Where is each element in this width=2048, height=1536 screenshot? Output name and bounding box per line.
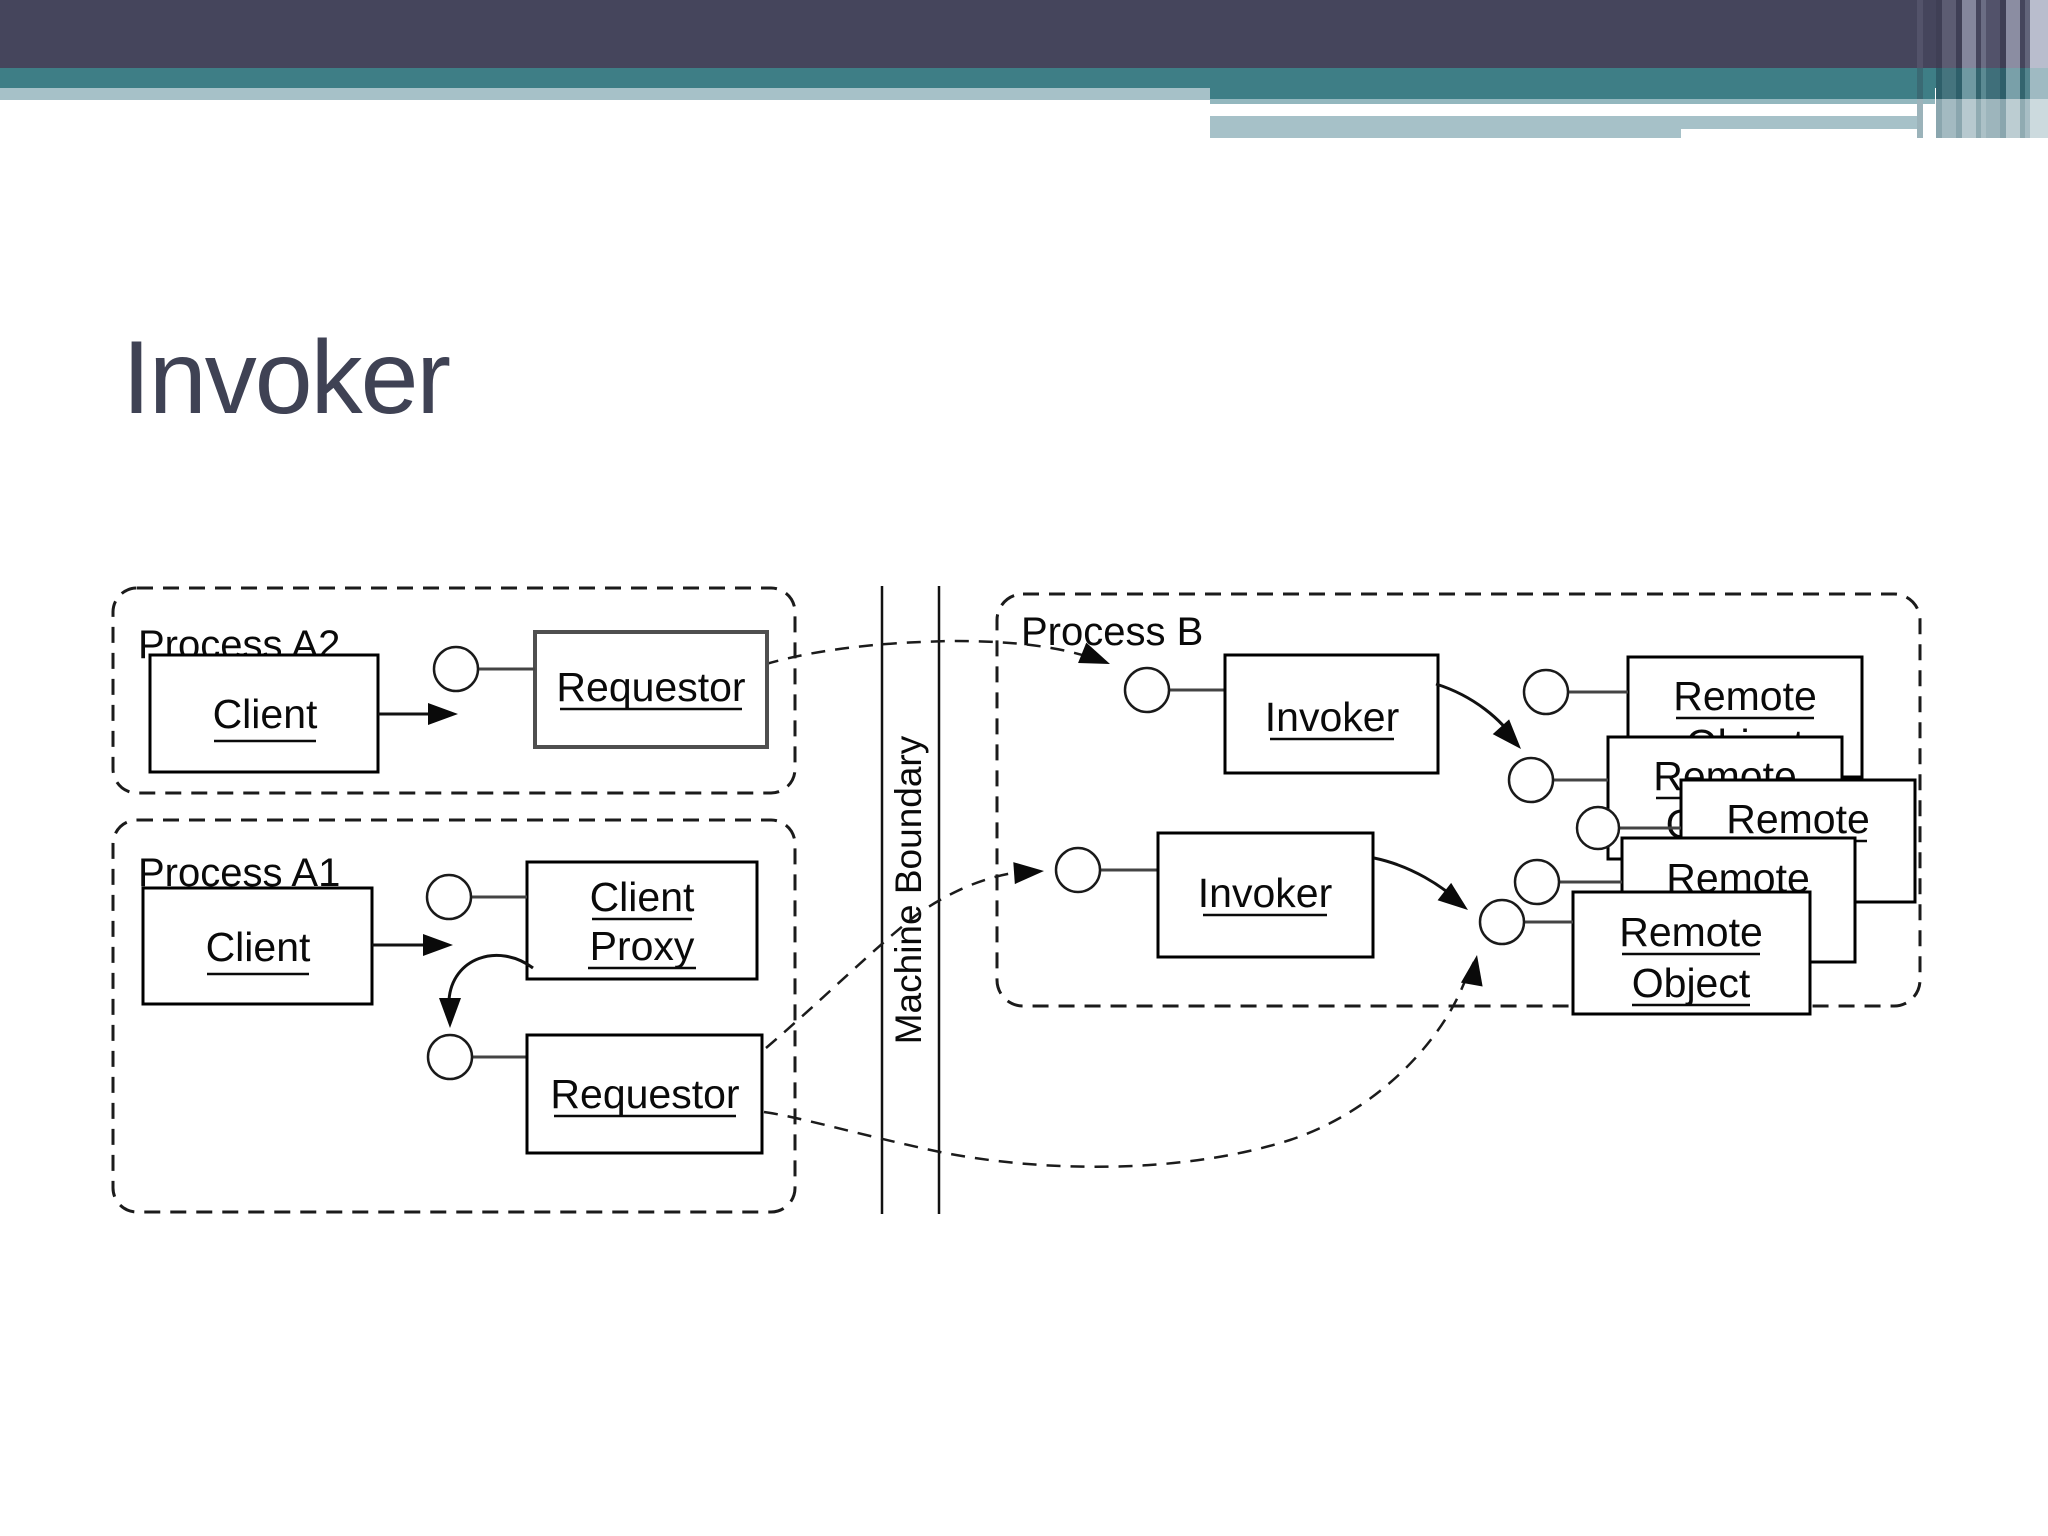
remote-object-5-line1: Remote (1619, 909, 1763, 955)
process-a1-box (111, 818, 797, 1214)
client-a2-box (148, 653, 380, 774)
header-white-notch (1681, 129, 1917, 138)
header-edge-stripe (1936, 0, 1942, 138)
arrowhead-into-invoker2 (1013, 862, 1044, 885)
arrowhead-invoker2-dispatch (1437, 882, 1468, 910)
invoker2-box (1156, 831, 1375, 959)
page-title: Invoker (122, 320, 451, 436)
client-a1-label: Client (206, 924, 311, 970)
header-edge-stripe (1981, 0, 1986, 138)
header-edge-stripe (1986, 0, 2000, 138)
header-edge-stripe (2000, 0, 2006, 138)
header-light-band-left (0, 88, 1210, 100)
remote-object-1-line1: Remote (1673, 673, 1817, 719)
lollipop-interface-a1-top (425, 873, 473, 921)
remote-object-5-line2: Object (1632, 960, 1751, 1006)
client-proxy-label-line1: Client (590, 874, 695, 920)
invoker1-box (1223, 653, 1440, 775)
remote-5-lollipop (1478, 898, 1526, 946)
header-edge-stripe (1917, 0, 1923, 138)
lollipop-interface-a1-bottom (426, 1033, 474, 1081)
remote-4-lollipop (1513, 858, 1561, 906)
arrowhead-into-remote-object (1460, 955, 1483, 987)
arrowhead-client-a1 (423, 934, 453, 956)
remote-1-lollipop (1522, 668, 1570, 716)
requestor-a1-to-invoker2-dashed-curve (765, 869, 1031, 1049)
header-edge-stripe (2006, 0, 2020, 138)
requestor-a1-box (525, 1033, 764, 1155)
invoker1-lollipop (1123, 666, 1171, 714)
client-a2-label: Client (213, 691, 318, 737)
lollipop-interface-a2 (432, 645, 480, 693)
requestor-a2-label: Requestor (556, 664, 745, 710)
process-b-label: Process B (1021, 610, 1203, 654)
proxy-to-requestor-curve (447, 953, 534, 1001)
client-proxy-box (525, 860, 759, 981)
requestor-a2-box (533, 630, 769, 749)
header-dark-bar (0, 0, 2048, 68)
header-edge-stripe (1962, 0, 1976, 138)
requestor-a1-label: Requestor (550, 1071, 739, 1117)
process-b-box (995, 592, 1922, 1008)
header-edge-stripe (1942, 0, 1956, 138)
remote-2-lollipop (1507, 756, 1555, 804)
arrowhead-proxy-to-requestor (439, 998, 461, 1028)
header-teal-step-right (1210, 88, 1935, 99)
invoker1-label: Invoker (1265, 694, 1399, 740)
remote-3-lollipop (1575, 805, 1621, 851)
arrowhead-client-a2 (428, 703, 458, 725)
requestor-a2-to-invoker1-dashed-curve (741, 639, 1093, 674)
requestor-a1-to-remote-object-dashed-curve (763, 961, 1476, 1168)
process-a2-box (111, 586, 797, 795)
client-proxy-label-line2: Proxy (590, 923, 695, 969)
arrowhead-invoker1-dispatch (1492, 719, 1521, 749)
remote-object-3-line1: Remote (1726, 796, 1870, 842)
arrowhead-into-invoker1 (1078, 642, 1110, 664)
header-edge-stripe (2030, 0, 2048, 138)
client-a1-box (141, 886, 374, 1006)
slide-header (0, 0, 2048, 160)
invoker2-lollipop (1054, 846, 1102, 894)
machine-boundary-label: Machine Boundary (888, 735, 929, 1044)
header-edge-stripe (2020, 0, 2025, 138)
header-teal-bar (0, 68, 2048, 88)
header-edge-stripe (2025, 0, 2030, 138)
invoker2-label: Invoker (1198, 870, 1332, 916)
header-edge-stripe (1956, 0, 1962, 138)
header-muted-line-right (1210, 99, 1935, 104)
header-edge-stripe (1976, 0, 1981, 138)
